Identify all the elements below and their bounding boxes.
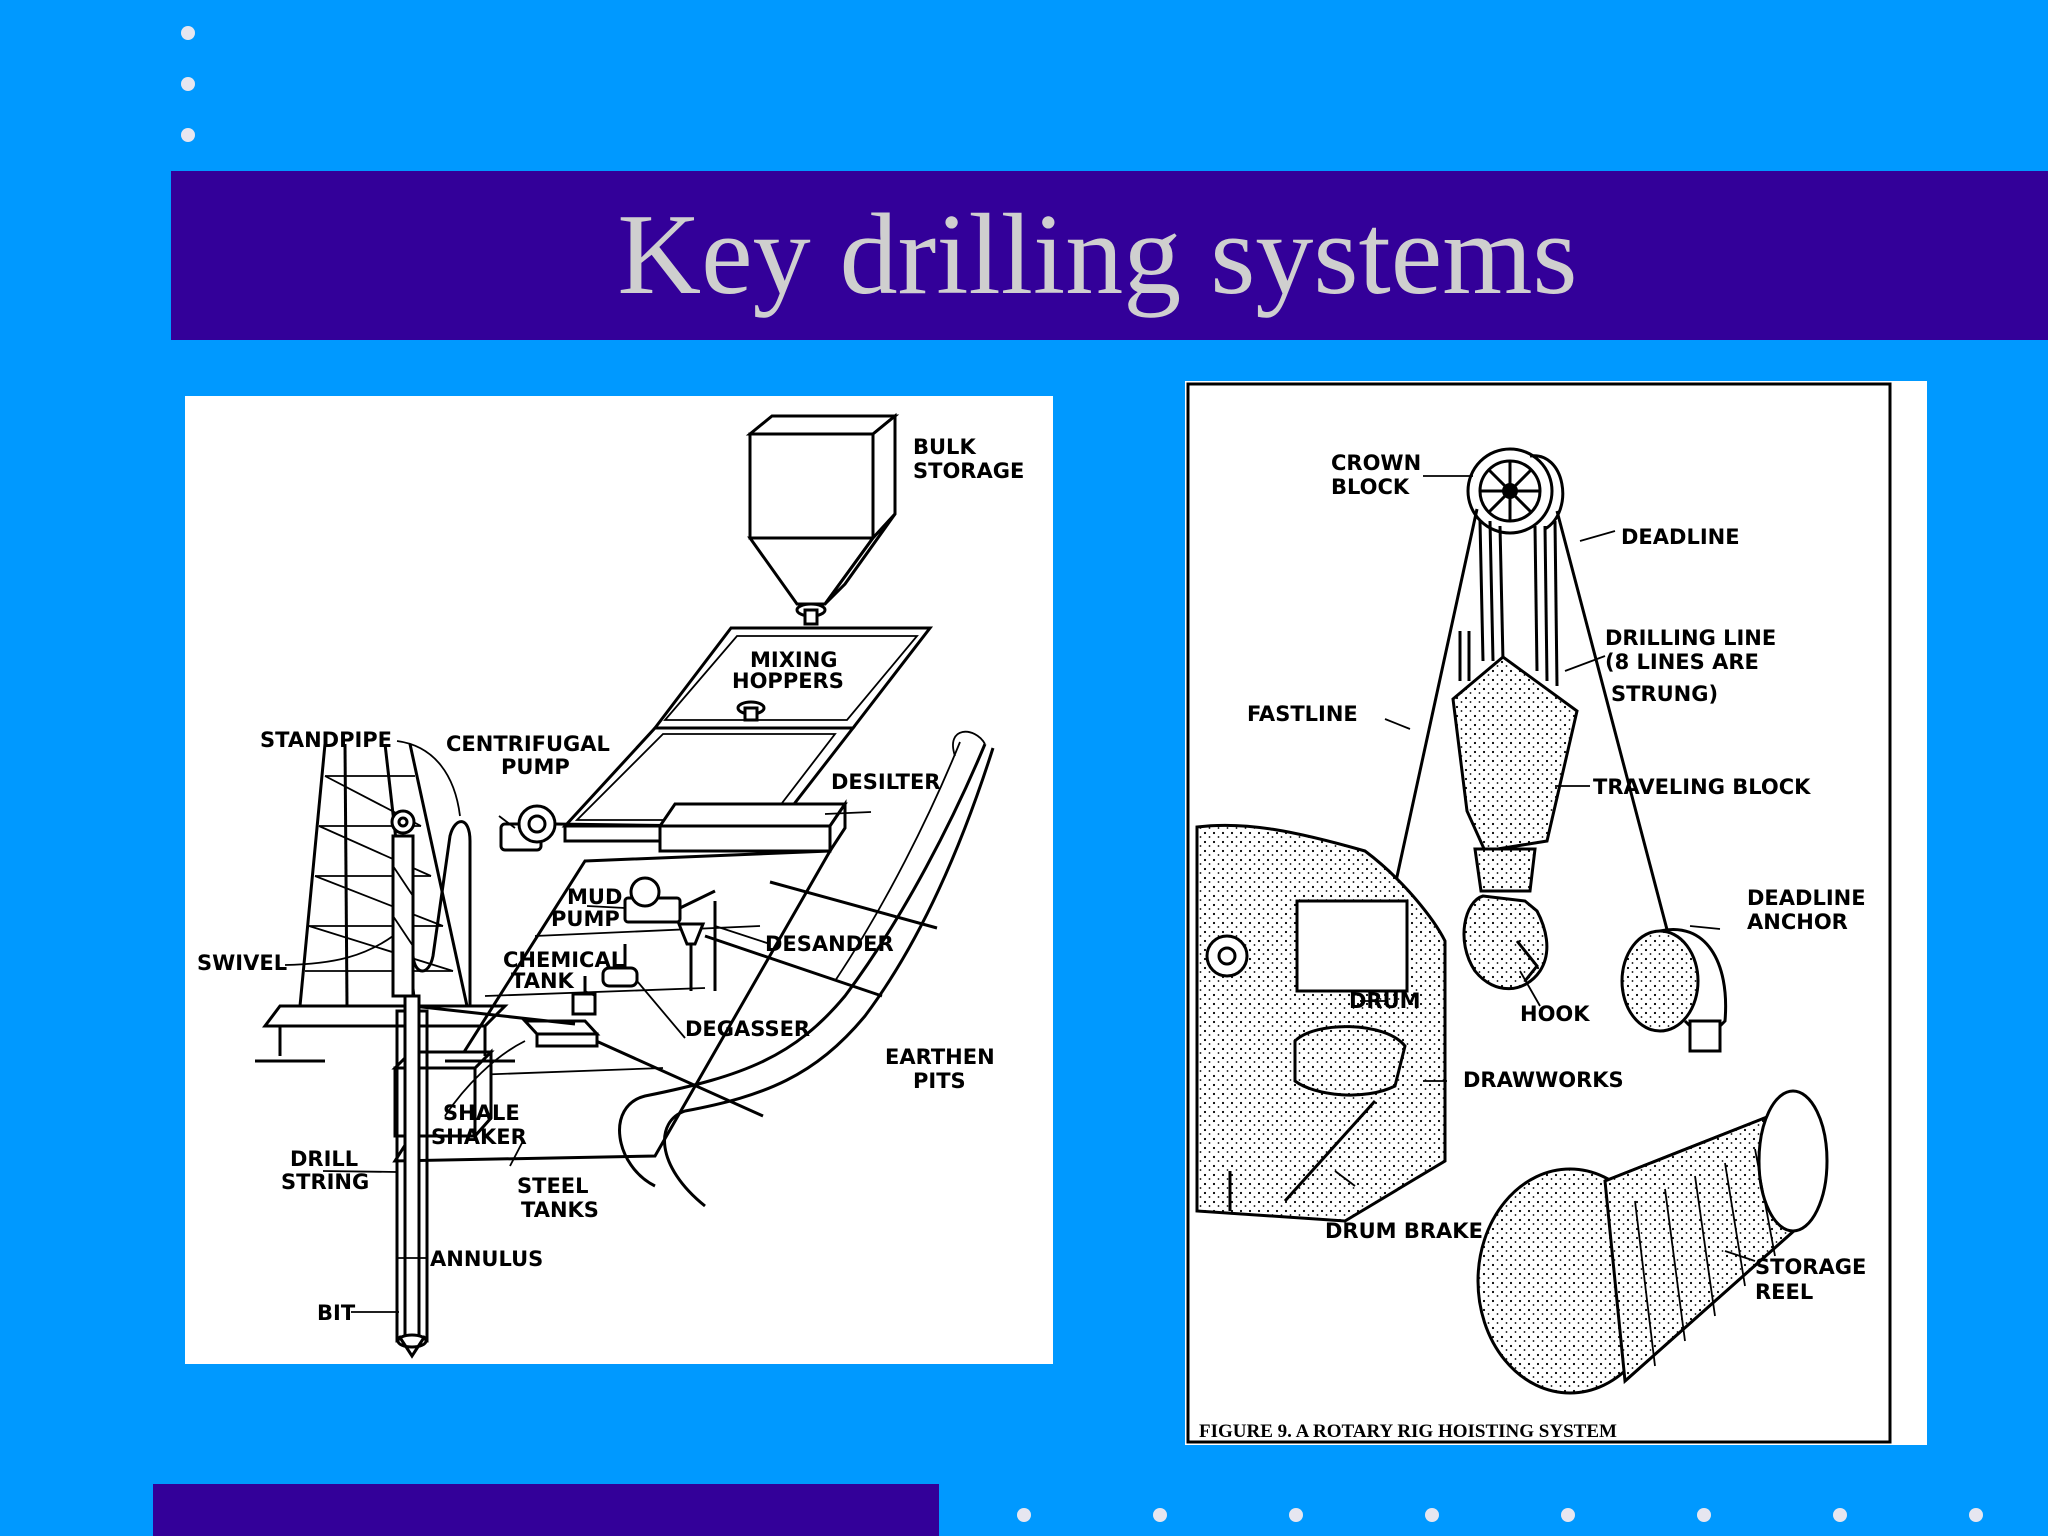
bullet-dot: [181, 26, 195, 40]
standpipe-and-hose: [390, 809, 472, 1006]
label-desilter: DESILTER: [831, 770, 940, 794]
leader-lines: [1334, 475, 1756, 1262]
crown-block: [1466, 447, 1565, 535]
deadline-anchor: [1620, 928, 1728, 1053]
label-deadline-anchor: DEADLINE: [1747, 886, 1866, 910]
label-fastline: FASTLINE: [1247, 702, 1358, 726]
bullet-dot: [1017, 1508, 1031, 1522]
label-storage-reel: STORAGE: [1755, 1255, 1866, 1279]
bullet-dot: [1969, 1508, 1983, 1522]
label-bulk-storage: STORAGE: [913, 459, 1024, 483]
label-centrifugal-pump: CENTRIFUGAL: [446, 732, 610, 756]
label-degasser: DEGASSER: [685, 1017, 810, 1041]
chemical-tank: [571, 944, 639, 1016]
label-shale-shaker: SHAKER: [431, 1125, 527, 1149]
label-crown-block: CROWN: [1331, 451, 1421, 475]
drilling-lines: [1381, 508, 1672, 942]
label-desander: DESANDER: [765, 932, 894, 956]
hoisting-system-drawing: CROWN BLOCK DEADLINE DRILLING LINE (8 LI…: [1186, 382, 1892, 1444]
label-drawworks: DRAWWORKS: [1463, 1068, 1624, 1092]
label-traveling-block: TRAVELING BLOCK: [1593, 775, 1811, 799]
label-chemical-tank: TANK: [511, 969, 575, 993]
label-hook: HOOK: [1520, 1002, 1590, 1026]
slide-title: Key drilling systems: [617, 191, 1578, 319]
label-mud-pump: PUMP: [551, 907, 620, 931]
label-bit: BIT: [317, 1301, 356, 1325]
desander-cone: [676, 901, 717, 991]
bullet-dot: [1153, 1508, 1167, 1522]
desilter-box: [657, 799, 848, 857]
label-mixing-hoppers: MIXING: [750, 648, 838, 672]
label-shale-shaker: SHALE: [443, 1101, 520, 1125]
label-steel-tanks: STEEL: [517, 1174, 589, 1198]
label-drum-brake: DRUM BRAKE: [1325, 1219, 1483, 1243]
title-band: Key drilling systems: [171, 171, 2048, 340]
bottom-band: [153, 1484, 939, 1536]
label-standpipe: STANDPIPE: [260, 728, 392, 752]
label-bulk-storage: BULK: [913, 435, 976, 459]
label-drilling-line: DRILLING LINE: [1605, 626, 1776, 650]
storage-reel: [1476, 1089, 1829, 1395]
bullet-dot: [181, 77, 195, 91]
mud-system-drawing: BULK STORAGE MIXING HOPPERS STANDPIPE CE…: [197, 412, 1024, 1359]
label-deadline: DEADLINE: [1621, 525, 1740, 549]
mud-system-diagram: BULK STORAGE MIXING HOPPERS STANDPIPE CE…: [185, 396, 1053, 1364]
label-crown-block: BLOCK: [1331, 475, 1410, 499]
label-drilling-line: (8 LINES ARE: [1605, 650, 1759, 674]
bulk-storage-silo: [745, 412, 900, 626]
label-swivel: SWIVEL: [197, 951, 287, 975]
label-drum: DRUM: [1349, 989, 1421, 1013]
label-storage-reel: REEL: [1755, 1280, 1813, 1304]
label-centrifugal-pump: PUMP: [501, 755, 570, 779]
label-earthen-pits: EARTHEN: [885, 1045, 995, 1069]
hoisting-system-diagram: CROWN BLOCK DEADLINE DRILLING LINE (8 LI…: [1185, 381, 1927, 1445]
traveling-block: [1451, 655, 1579, 991]
label-mud-pump: MUD: [567, 885, 622, 909]
label-annulus: ANNULUS: [430, 1247, 543, 1271]
mud-pump: [623, 876, 716, 924]
label-drill-string: STRING: [281, 1170, 369, 1194]
label-steel-tanks: TANKS: [521, 1198, 599, 1222]
drill-string: [395, 994, 429, 1359]
bullet-dot: [181, 128, 195, 142]
label-chemical-tank: CHEMICAL: [503, 948, 624, 972]
label-drill-string: DRILL: [290, 1147, 358, 1171]
shale-shaker: [521, 1019, 601, 1048]
kelly-swivel: [391, 834, 576, 1026]
bullet-dot: [1425, 1508, 1439, 1522]
label-mixing-hoppers: HOPPERS: [732, 669, 844, 693]
bullet-dot: [1697, 1508, 1711, 1522]
bullet-dot: [1561, 1508, 1575, 1522]
drawworks: [1195, 823, 1447, 1223]
figure-caption: FIGURE 9. A ROTARY RIG HOISTING SYSTEM: [1199, 1421, 1617, 1442]
bullet-dot: [1289, 1508, 1303, 1522]
bullet-dot: [1833, 1508, 1847, 1522]
earthen-pit-ditch: [618, 730, 995, 1208]
label-earthen-pits: PITS: [913, 1069, 966, 1093]
label-drilling-line: STRUNG): [1611, 682, 1718, 706]
leader-lines: [284, 740, 872, 1313]
label-deadline-anchor: ANCHOR: [1747, 910, 1848, 934]
